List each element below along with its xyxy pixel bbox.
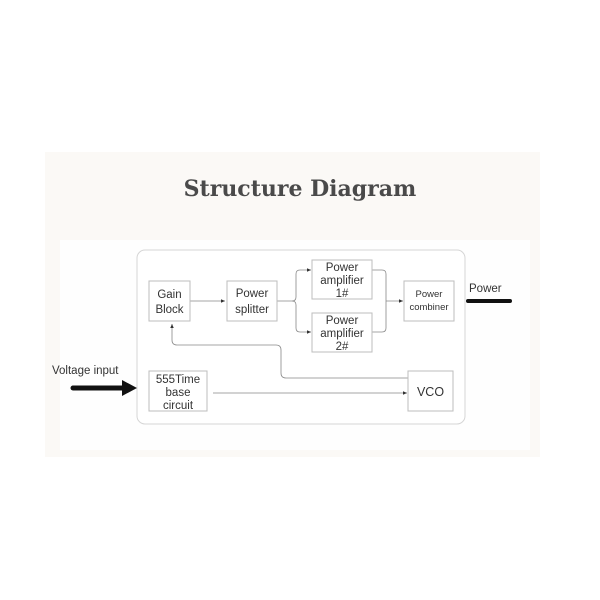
block-label: 1# bbox=[336, 288, 349, 300]
block-label: splitter bbox=[235, 304, 269, 316]
power-output-label: Power bbox=[469, 283, 502, 295]
vco-to-gain-arrow bbox=[170, 324, 408, 379]
voltage-input-arrow bbox=[70, 380, 137, 396]
block-label: Power bbox=[326, 262, 359, 274]
block-label: Block bbox=[155, 304, 183, 316]
power-combiner-block: Power combiner bbox=[403, 280, 455, 322]
power-amplifier-2-block: Power amplifier 2# bbox=[311, 312, 373, 353]
diagram-title: Structure Diagram bbox=[184, 176, 417, 202]
block-label: 555Time bbox=[156, 374, 200, 386]
block-label: amplifier bbox=[320, 328, 364, 340]
block-label: Power bbox=[326, 315, 359, 327]
voltage-input-label: Voltage input bbox=[52, 365, 119, 377]
power-amplifier-1-block: Power amplifier 1# bbox=[311, 259, 373, 300]
splitter-to-pa2-arrow bbox=[291, 300, 311, 334]
block-label: VCO bbox=[417, 385, 444, 399]
gain-block: Gain Block bbox=[148, 280, 191, 322]
block-label: Power bbox=[416, 289, 443, 300]
block-label: circuit bbox=[163, 400, 194, 412]
block-label: Gain bbox=[157, 289, 181, 301]
splitter-to-pa1-arrow bbox=[277, 268, 311, 302]
vco-block: VCO bbox=[407, 370, 454, 412]
timer-555-block: 555Time base circuit bbox=[148, 370, 208, 412]
block-label: combiner bbox=[409, 302, 448, 313]
power-splitter-block: Power splitter bbox=[226, 280, 278, 322]
block-label: base bbox=[166, 387, 191, 399]
connections bbox=[170, 268, 408, 395]
block-label: Power bbox=[236, 288, 269, 300]
block-label: amplifier bbox=[320, 275, 364, 287]
block-label: 2# bbox=[336, 341, 349, 353]
system-enclosure bbox=[136, 249, 466, 425]
